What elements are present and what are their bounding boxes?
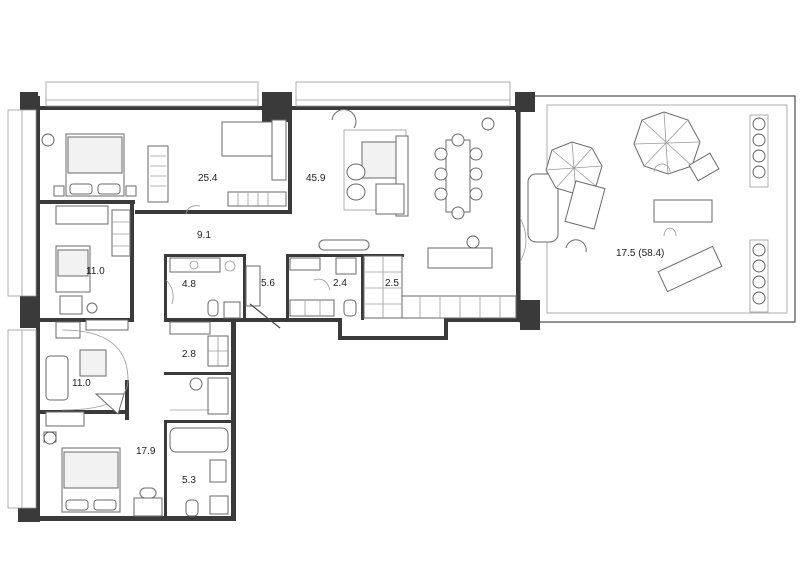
master-bedroom-furniture xyxy=(53,119,287,207)
room-area-wc: 2.4 xyxy=(333,278,347,289)
room-area-corridor: 5.6 xyxy=(261,278,275,289)
room-area-hall: 9.1 xyxy=(197,230,211,241)
room-area-master-bedroom: 25.4 xyxy=(198,173,218,184)
hall-furniture xyxy=(111,205,281,329)
storage-fixtures xyxy=(169,321,229,415)
bathroom-1-fixtures xyxy=(165,257,241,319)
room-area-laundry: 2.5 xyxy=(385,278,399,289)
room-area-storage: 2.8 xyxy=(182,349,196,360)
windows xyxy=(7,81,511,509)
room-area-terrace: 17.5 (58.4) xyxy=(616,248,664,259)
terrace-furniture xyxy=(545,111,723,293)
room-area-bedroom-3: 11.0 xyxy=(72,378,91,389)
bedroom-2-furniture xyxy=(55,205,129,339)
wc-laundry-fixtures xyxy=(289,257,357,317)
room-area-bedroom-4: 17.9 xyxy=(136,446,156,457)
room-area-living-kitchen: 45.9 xyxy=(306,173,326,184)
exterior-walls xyxy=(18,92,540,522)
room-area-bathroom-1: 4.8 xyxy=(182,279,196,290)
terrace-area xyxy=(519,95,796,323)
living-furniture xyxy=(318,109,517,319)
bathroom-2-fixtures xyxy=(169,427,229,517)
room-area-bedroom-2: 11.0 xyxy=(86,266,105,277)
terrace-planters xyxy=(41,114,769,445)
bedroom-4-furniture xyxy=(43,431,163,517)
bedroom-3-furniture xyxy=(45,329,129,427)
room-area-bathroom-2: 5.3 xyxy=(182,475,196,486)
room-labels: 25.4 45.9 9.1 11.0 4.8 5.6 2.4 2.5 17.5 … xyxy=(72,173,664,486)
